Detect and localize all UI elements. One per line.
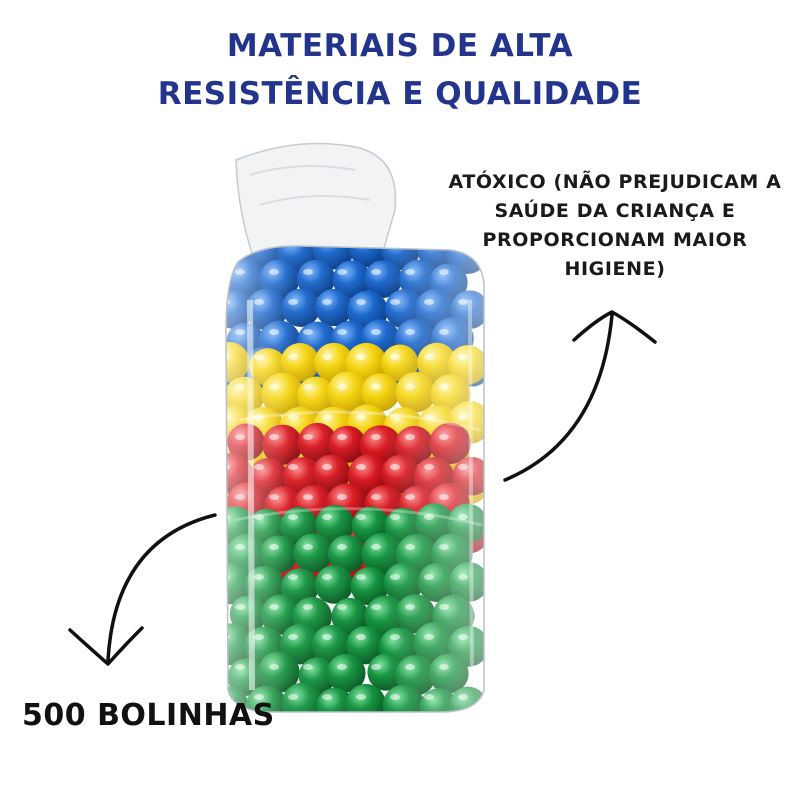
callout-line-4: HIGIENE): [564, 258, 666, 280]
headline: MATERIAIS DE ALTA RESISTÊNCIA E QUALIDAD…: [0, 22, 800, 118]
bag-plastic: [225, 245, 485, 713]
callout-line-1: ATÓXICO (NÃO PREJUDICAM A: [448, 171, 782, 193]
headline-line-1: MATERIAIS DE ALTA: [226, 28, 574, 64]
non-toxic-callout: ATÓXICO (NÃO PREJUDICAM A SAÚDE DA CRIAN…: [440, 168, 790, 284]
callout-line-3: PROPORCIONAM MAIOR: [482, 229, 748, 251]
headline-line-2: RESISTÊNCIA E QUALIDADE: [157, 76, 643, 112]
ball-count-label: 500 BOLINHAS: [22, 698, 275, 733]
callout-line-2: SAÚDE DA CRIANÇA E: [494, 200, 736, 222]
